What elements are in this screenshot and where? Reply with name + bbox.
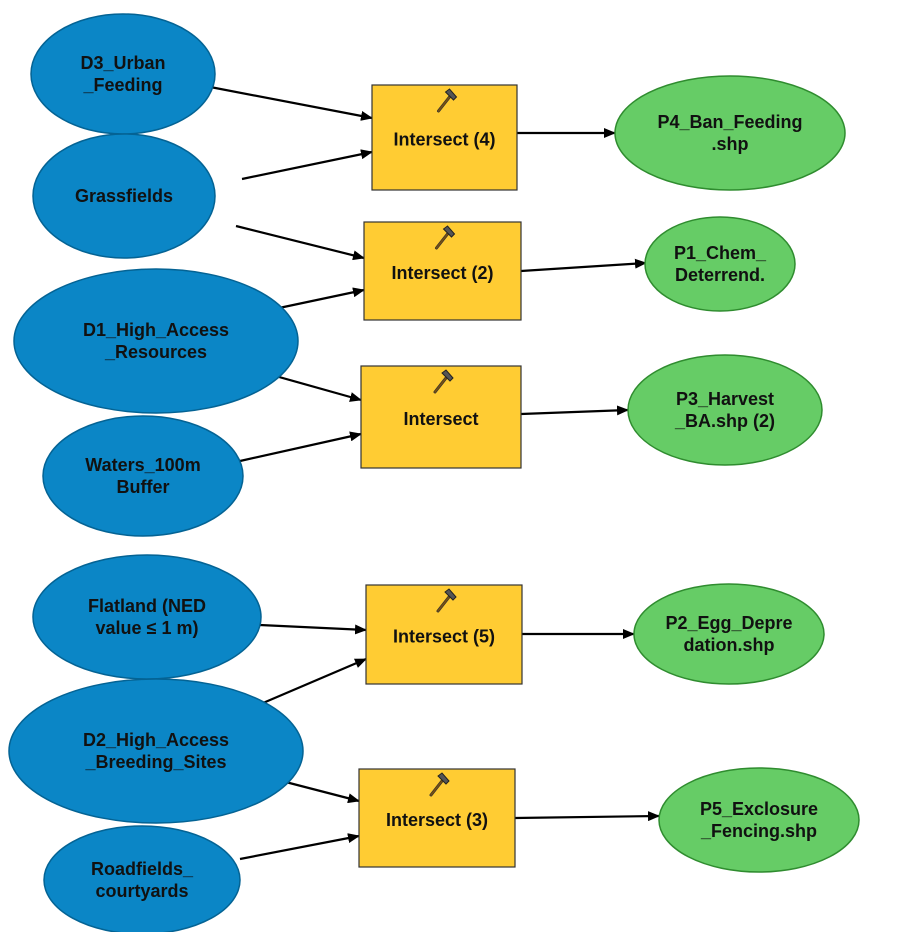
input-label-line: Roadfields_ <box>91 859 194 879</box>
output-ellipse[interactable] <box>658 767 860 873</box>
input-dataset-d1[interactable]: D1_High_Access_Resources <box>13 268 299 414</box>
input-ellipse[interactable] <box>42 415 244 537</box>
connector-arrow-d1-i1 <box>271 373 362 402</box>
output-label-line: P1_Chem_ <box>674 243 767 263</box>
output-dataset-p3[interactable]: P3_Harvest_BA.shp (2) <box>627 354 823 466</box>
connector-arrow-flat-i5 <box>259 623 367 635</box>
connector-arrow-d1-i2 <box>278 287 365 310</box>
input-label-line: Waters_100m <box>85 455 200 475</box>
tool-i5[interactable]: Intersect (5) <box>365 584 523 685</box>
input-dataset-d2[interactable]: D2_High_Access_Breeding_Sites <box>8 678 304 824</box>
hammer-icon <box>435 225 456 250</box>
output-dataset-p1[interactable]: P1_Chem_Deterrend. <box>644 216 796 312</box>
input-ellipse[interactable] <box>8 678 304 824</box>
input-label-line: value ≤ 1 m) <box>96 618 199 638</box>
output-label-line: dation.shp <box>684 635 775 655</box>
tool-label: Intersect (4) <box>393 130 495 150</box>
connector-arrow-i3-p5 <box>514 811 660 822</box>
input-dataset-road[interactable]: Roadfields_courtyards <box>43 825 241 932</box>
connector-arrow-waters-i1 <box>239 431 362 463</box>
input-label-line: D3_Urban <box>80 53 165 73</box>
output-ellipse[interactable] <box>614 75 846 191</box>
tool-label: Intersect (3) <box>386 810 488 830</box>
input-label-line: courtyards <box>95 881 188 901</box>
connector-arrow-i1-p3 <box>520 405 629 416</box>
input-label-line: Grassfields <box>75 186 173 206</box>
input-label-line: _Resources <box>104 342 207 362</box>
connector-arrow-d3-i4 <box>204 84 373 121</box>
input-dataset-grass[interactable]: Grassfields <box>32 133 216 259</box>
output-label-line: P2_Egg_Depre <box>665 613 792 633</box>
nodes: D3_Urban_FeedingGrassfieldsD1_High_Acces… <box>8 13 860 932</box>
output-label-line: .shp <box>711 134 748 154</box>
input-label-line: D1_High_Access <box>83 320 229 340</box>
input-label-line: Buffer <box>117 477 170 497</box>
connections <box>204 84 660 861</box>
output-ellipse[interactable] <box>644 216 796 312</box>
input-label-line: _Feeding <box>82 75 162 95</box>
hammer-icon <box>433 369 454 394</box>
output-label-line: P3_Harvest <box>676 389 774 409</box>
input-ellipse[interactable] <box>32 554 262 680</box>
input-ellipse[interactable] <box>43 825 241 932</box>
tool-i1[interactable]: Intersect <box>360 365 522 469</box>
connector-arrow-grass-i2 <box>235 224 365 261</box>
tool-box[interactable] <box>365 584 523 685</box>
tool-label: Intersect (5) <box>393 627 495 647</box>
connector-arrow-i2-p1 <box>520 258 647 273</box>
connector-arrow-road-i3 <box>239 833 360 861</box>
connector-arrow-grass-i4 <box>241 149 373 181</box>
tool-label: Intersect (2) <box>391 263 493 283</box>
input-label-line: D2_High_Access <box>83 730 229 750</box>
connector-arrow-d2-i5 <box>262 657 367 705</box>
tool-i3[interactable]: Intersect (3) <box>358 768 516 868</box>
tool-box[interactable] <box>360 365 522 469</box>
input-ellipse[interactable] <box>32 133 216 259</box>
tool-i4[interactable]: Intersect (4) <box>371 84 518 191</box>
input-ellipse[interactable] <box>13 268 299 414</box>
output-label-line: _Fencing.shp <box>700 821 817 841</box>
output-label-line: _BA.shp (2) <box>674 411 775 431</box>
output-dataset-p4[interactable]: P4_Ban_Feeding.shp <box>614 75 846 191</box>
input-dataset-d3[interactable]: D3_Urban_Feeding <box>30 13 216 135</box>
output-ellipse[interactable] <box>633 583 825 685</box>
output-ellipse[interactable] <box>627 354 823 466</box>
hammer-icon <box>436 588 457 613</box>
hammer-icon <box>429 772 450 797</box>
tool-i2[interactable]: Intersect (2) <box>363 221 522 321</box>
output-label-line: P5_Exclosure <box>700 799 818 819</box>
input-label-line: _Breeding_Sites <box>84 752 226 772</box>
tool-label: Intersect <box>403 409 478 429</box>
output-dataset-p5[interactable]: P5_Exclosure_Fencing.shp <box>658 767 860 873</box>
hammer-icon <box>437 88 458 113</box>
output-label-line: Deterrend. <box>675 265 765 285</box>
input-label-line: Flatland (NED <box>88 596 206 616</box>
output-label-line: P4_Ban_Feeding <box>657 112 802 132</box>
input-ellipse[interactable] <box>30 13 216 135</box>
